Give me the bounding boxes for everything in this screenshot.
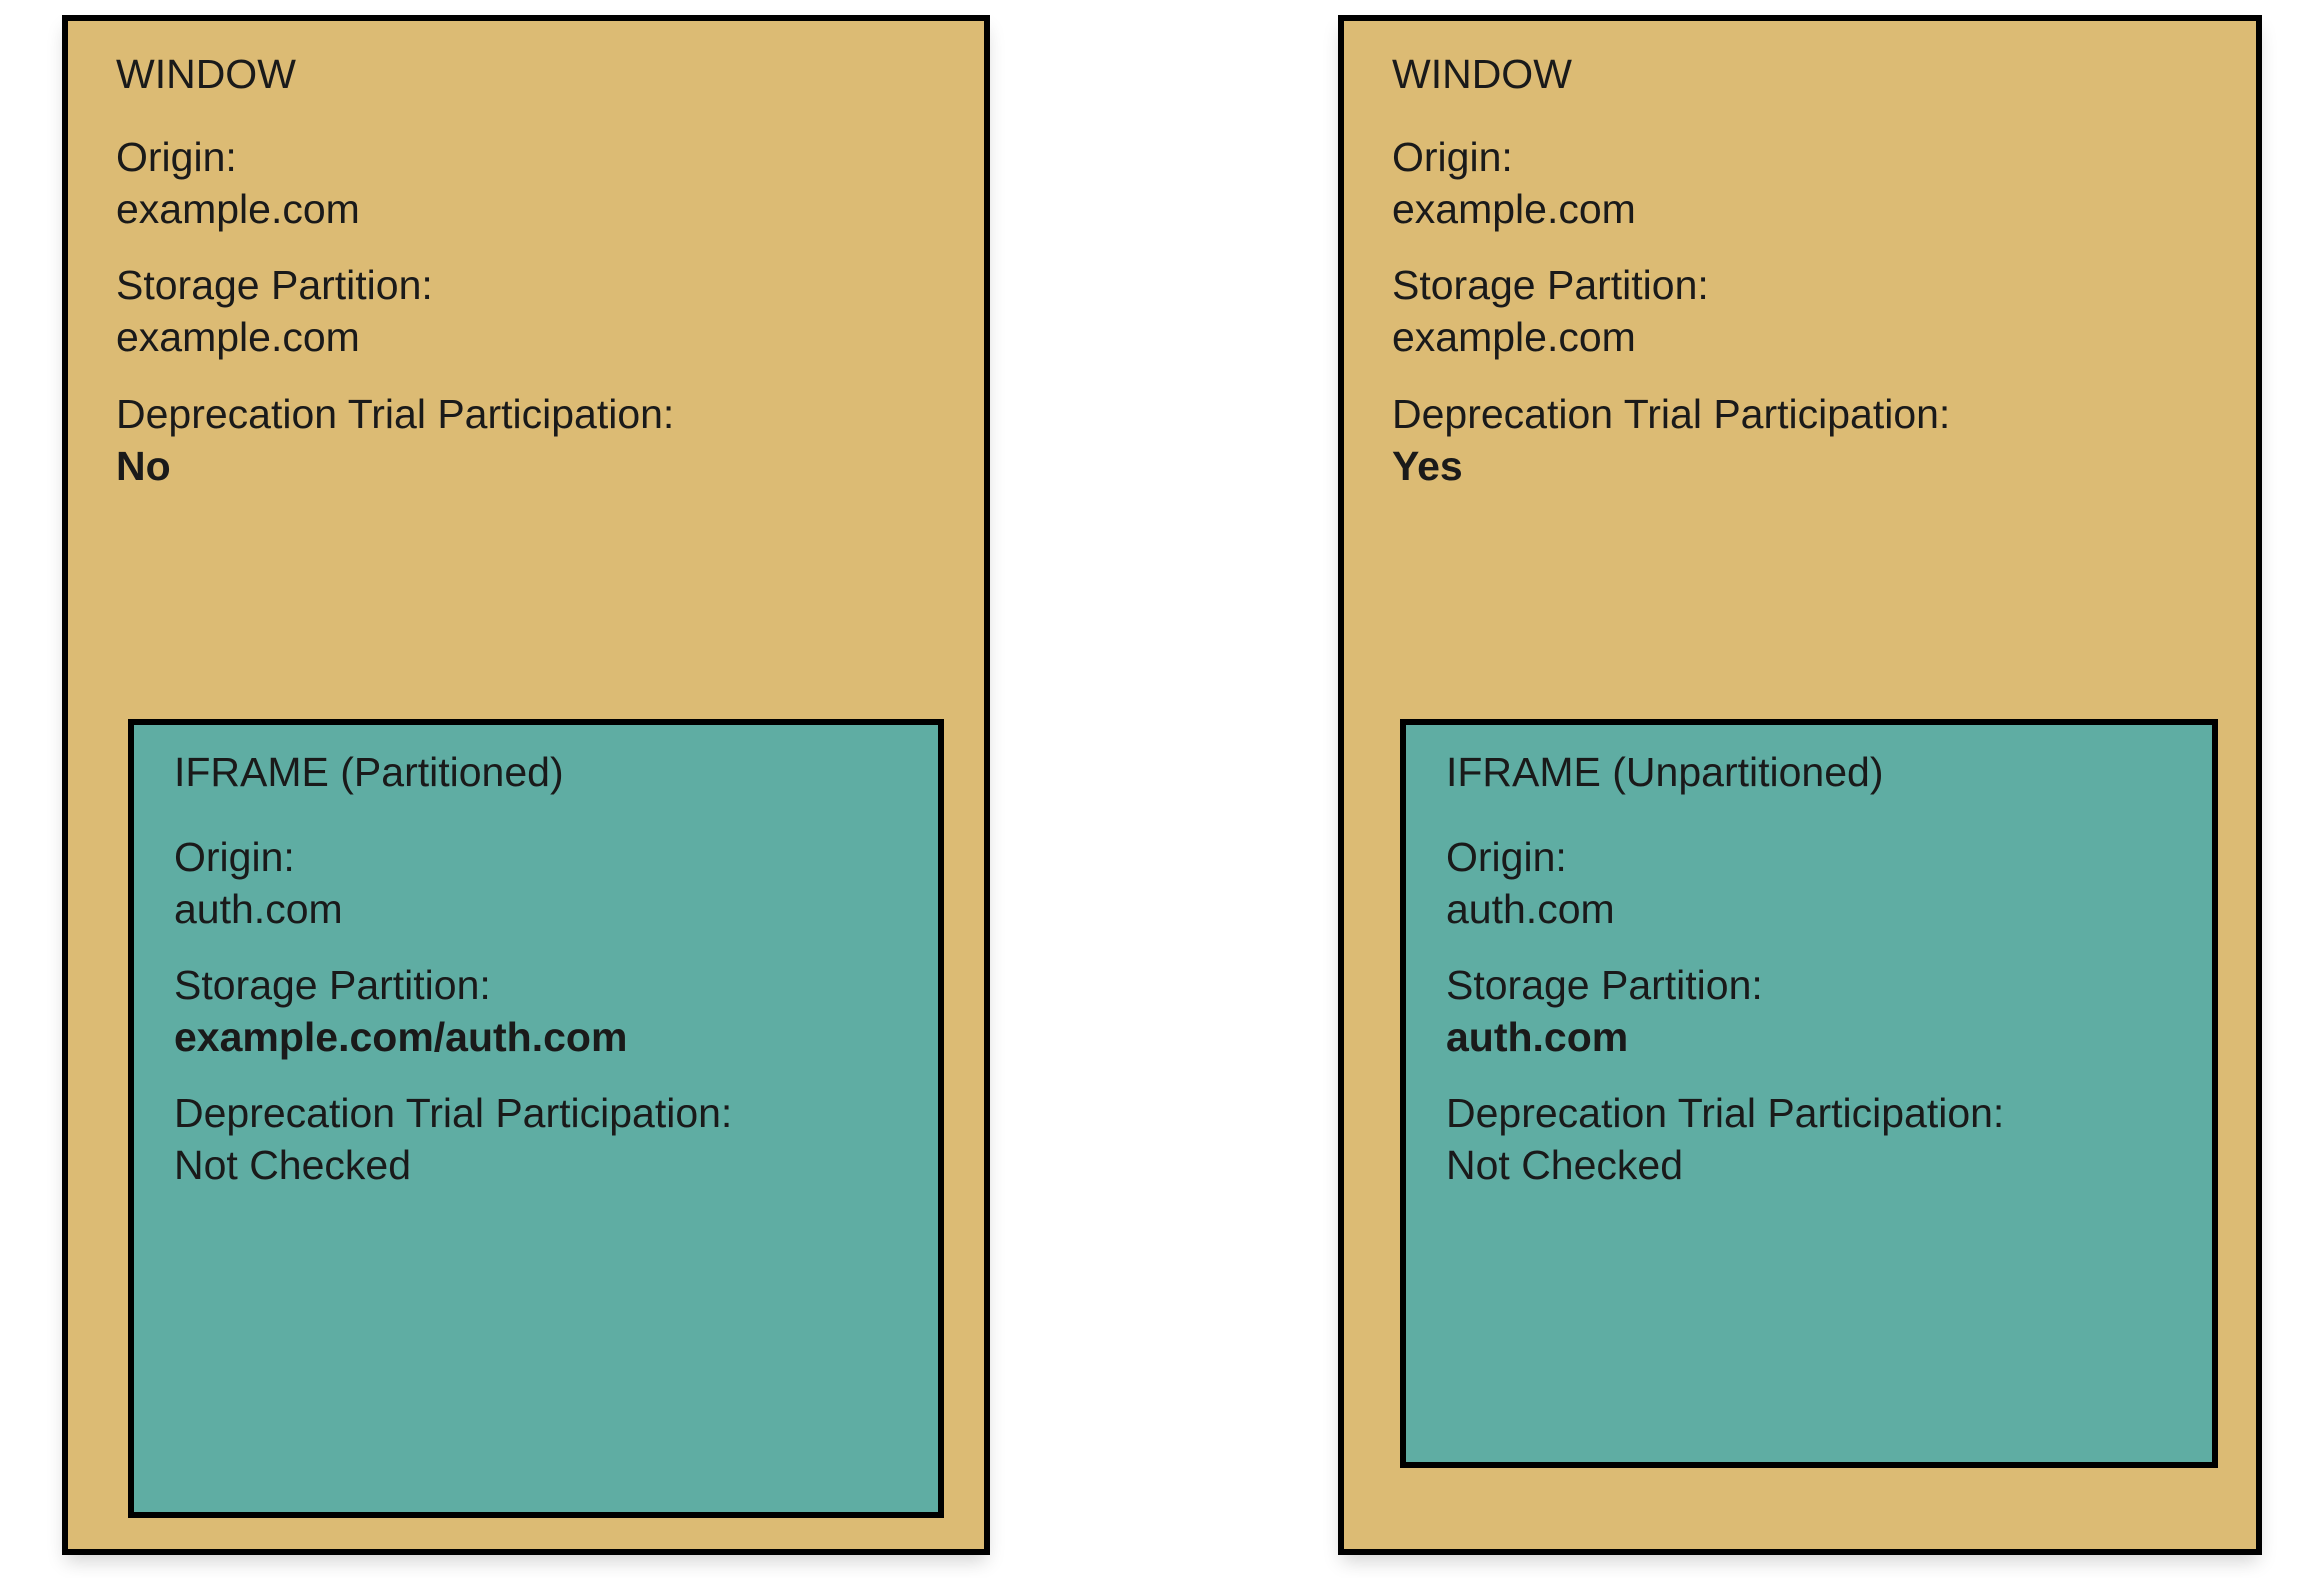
iframe-field-origin-partitioned: Origin: auth.com [174, 831, 343, 935]
window-storage-partition-value-unpartitioned: example.com [1392, 314, 1636, 360]
iframe-deprecation-trial-label-partitioned: Deprecation Trial Participation: [174, 1090, 733, 1136]
window-origin-label-unpartitioned: Origin: [1392, 134, 1513, 180]
iframe-origin-label-unpartitioned: Origin: [1446, 834, 1567, 880]
iframe-deprecation-trial-value-unpartitioned: Not Checked [1446, 1142, 1684, 1188]
window-field-storage-partition-unpartitioned: Storage Partition: example.com [1392, 259, 1709, 363]
iframe-panel-partitioned: IFRAME (Partitioned) Origin: auth.com St… [128, 719, 944, 1518]
window-deprecation-trial-label-unpartitioned: Deprecation Trial Participation: [1392, 391, 1951, 437]
window-field-deprecation-trial-partitioned: Deprecation Trial Participation: No [116, 388, 674, 492]
iframe-field-deprecation-trial-partitioned: Deprecation Trial Participation: Not Che… [174, 1087, 732, 1191]
window-body-unpartitioned: WINDOW Origin: example.com Storage Parti… [1344, 21, 2256, 1549]
window-deprecation-trial-label-partitioned: Deprecation Trial Participation: [116, 391, 675, 437]
window-panel-partitioned: WINDOW Origin: example.com Storage Parti… [62, 15, 990, 1555]
window-field-origin-unpartitioned: Origin: example.com [1392, 131, 1636, 235]
window-title-partitioned: WINDOW [116, 51, 296, 97]
window-field-storage-partition-partitioned: Storage Partition: example.com [116, 259, 433, 363]
iframe-title-unpartitioned: IFRAME (Unpartitioned) [1446, 749, 1884, 795]
iframe-storage-partition-label-partitioned: Storage Partition: [174, 962, 491, 1008]
iframe-storage-partition-value-partitioned: example.com/auth.com [174, 1014, 628, 1060]
iframe-origin-value-unpartitioned: auth.com [1446, 886, 1615, 932]
iframe-field-origin-unpartitioned: Origin: auth.com [1446, 831, 1615, 935]
window-origin-label-partitioned: Origin: [116, 134, 237, 180]
window-panel-unpartitioned: WINDOW Origin: example.com Storage Parti… [1338, 15, 2262, 1555]
iframe-panel-unpartitioned: IFRAME (Unpartitioned) Origin: auth.com … [1400, 719, 2218, 1468]
window-origin-value-partitioned: example.com [116, 186, 360, 232]
iframe-origin-value-partitioned: auth.com [174, 886, 343, 932]
iframe-title-partitioned: IFRAME (Partitioned) [174, 749, 564, 795]
iframe-storage-partition-label-unpartitioned: Storage Partition: [1446, 962, 1763, 1008]
window-field-origin-partitioned: Origin: example.com [116, 131, 360, 235]
iframe-deprecation-trial-value-partitioned: Not Checked [174, 1142, 412, 1188]
window-origin-value-unpartitioned: example.com [1392, 186, 1636, 232]
iframe-field-storage-partition-unpartitioned: Storage Partition: auth.com [1446, 959, 1763, 1063]
iframe-field-deprecation-trial-unpartitioned: Deprecation Trial Participation: Not Che… [1446, 1087, 2004, 1191]
iframe-field-storage-partition-partitioned: Storage Partition: example.com/auth.com [174, 959, 627, 1063]
window-storage-partition-value-partitioned: example.com [116, 314, 360, 360]
iframe-storage-partition-value-unpartitioned: auth.com [1446, 1014, 1629, 1060]
iframe-deprecation-trial-label-unpartitioned: Deprecation Trial Participation: [1446, 1090, 2005, 1136]
window-title-unpartitioned: WINDOW [1392, 51, 1572, 97]
window-deprecation-trial-value-unpartitioned: Yes [1392, 443, 1463, 489]
window-storage-partition-label-partitioned: Storage Partition: [116, 262, 433, 308]
window-body-partitioned: WINDOW Origin: example.com Storage Parti… [68, 21, 984, 1549]
window-deprecation-trial-value-partitioned: No [116, 443, 171, 489]
window-storage-partition-label-unpartitioned: Storage Partition: [1392, 262, 1709, 308]
iframe-origin-label-partitioned: Origin: [174, 834, 295, 880]
window-field-deprecation-trial-unpartitioned: Deprecation Trial Participation: Yes [1392, 388, 1950, 492]
